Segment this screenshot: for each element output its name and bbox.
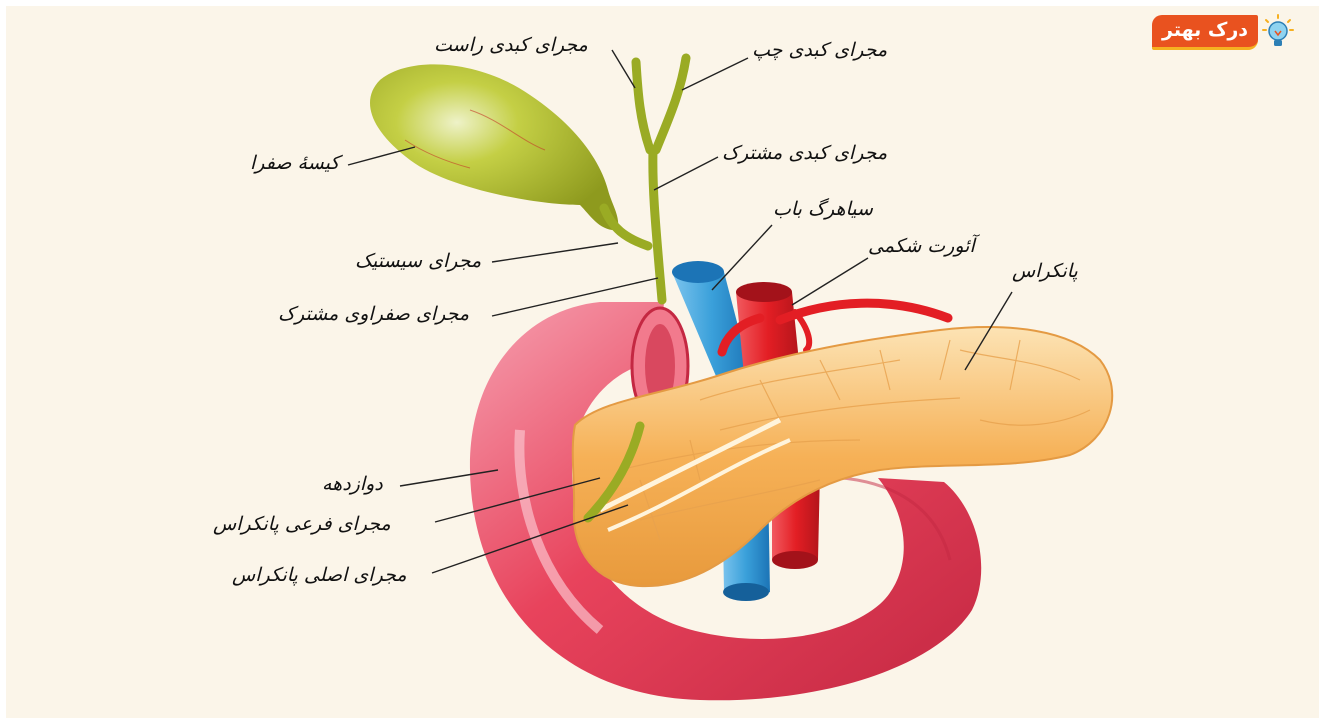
label-abdominal-aorta: آئورت شکمی <box>868 237 975 256</box>
label-cystic-duct: مجرای سیستیک <box>355 252 481 271</box>
label-main-pancreatic-duct: مجرای اصلی پانکراس <box>232 566 407 585</box>
label-left-hepatic-duct: مجرای کبدی چپ <box>752 41 887 60</box>
label-common-bile-duct: مجرای صفراوی مشترک <box>278 305 469 324</box>
label-accessory-pancreatic-duct: مجرای فرعی پانکراس <box>213 515 391 534</box>
label-gallbladder: کیسهٔ صفرا <box>250 154 339 173</box>
gallbladder-shape <box>370 64 618 230</box>
logo-text: درک بهتر <box>1152 15 1258 50</box>
label-right-hepatic-duct: مجرای کبدی راست <box>434 36 588 55</box>
label-portal-vein: سیاهرگ باب <box>773 200 873 219</box>
brand-logo[interactable]: درک بهتر <box>1152 10 1294 54</box>
lightbulb-icon <box>1262 14 1294 50</box>
label-pancreas: پانکراس <box>1012 262 1078 281</box>
label-common-hepatic-duct: مجرای کبدی مشترک <box>722 144 887 163</box>
label-duodenum: دوازدهه <box>322 475 383 494</box>
